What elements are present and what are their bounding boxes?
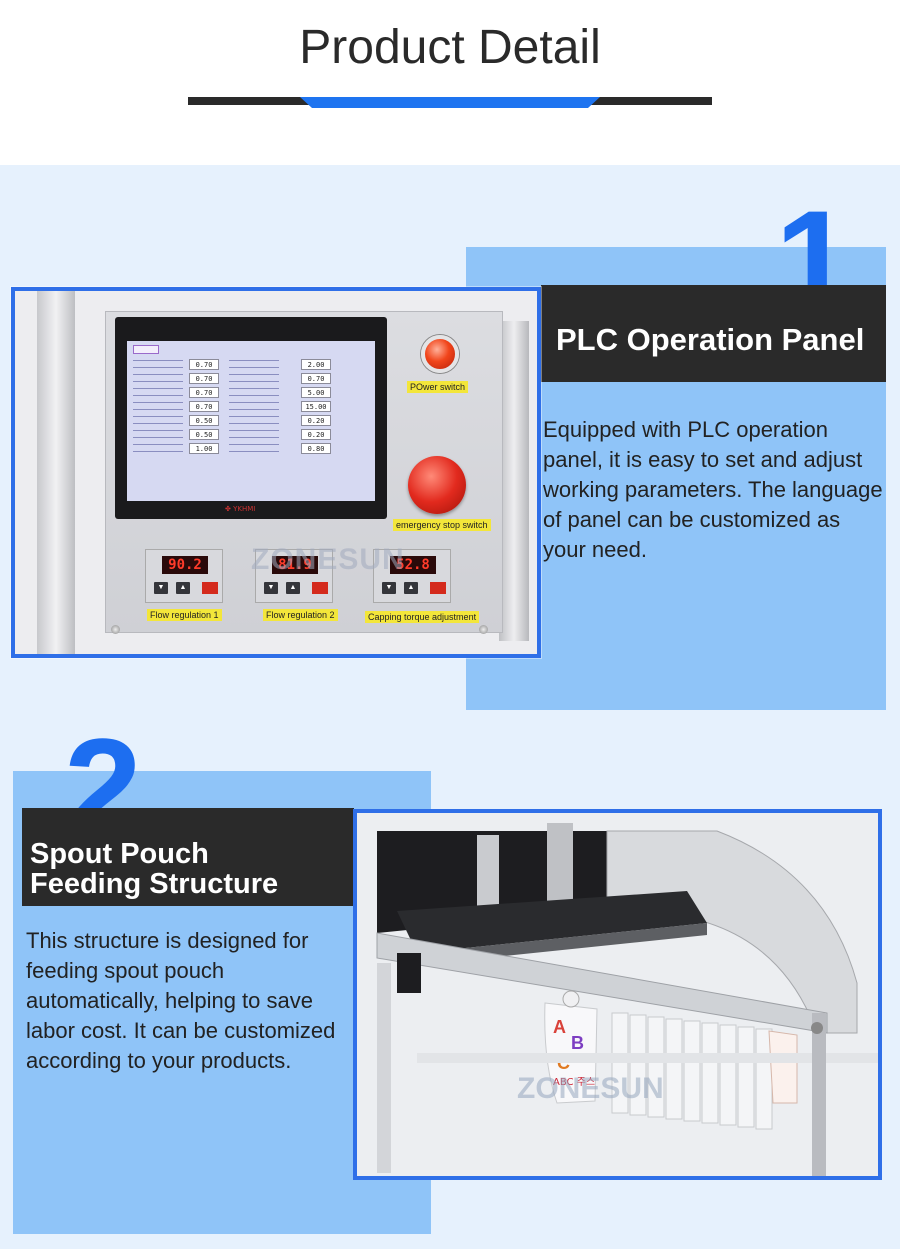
hmi-brand-logo: ✤ YKHMI [225,505,256,513]
emergency-stop-icon [408,456,466,514]
machine-frame-rail [37,291,75,654]
power-switch-icon [421,335,459,373]
flow-controller-1-label: Flow regulation 1 [147,609,222,621]
svg-text:B: B [571,1033,584,1053]
watermark: ZONESUN [517,1072,664,1105]
pouch-label: ABC 주스 [553,1076,595,1088]
section-2-description: This structure is designed for feeding s… [26,928,336,1073]
section-2-title-line-2: Feeding Structure [30,868,279,900]
flow-controller-2: 81.9 ▼▲ [255,549,333,603]
pouch-feeder-illustration: A B C ABC 주스 B ZONESUN [357,813,878,1176]
page-title: Product Detail [299,21,601,74]
machine-frame-rail [499,321,529,641]
torque-controller: 52.8 ▼▲ [373,549,451,603]
flow-controller-2-label: Flow regulation 2 [263,609,338,621]
screw [111,625,120,634]
title-underline-accent [300,97,600,108]
screw [479,625,488,634]
watermark: ZONESUN [251,543,405,576]
section-1-title: PLC Operation Panel [556,322,865,357]
torque-controller-label: Capping torque adjustment [365,611,480,623]
emergency-stop-label: emergency stop switch [393,519,491,531]
section-2-title-line-1: Spout Pouch [30,838,209,870]
flow-controller-1: 90.2 ▼▲ [145,549,223,603]
section-1-description: Equipped with PLC operation panel, it is… [543,417,883,562]
section-2-title-box [22,808,354,906]
power-switch-label: POwer switch [407,381,469,393]
pouch-feeding-photo: A B C ABC 주스 B ZONESUN [353,809,882,1180]
section-1-title-box [541,285,886,382]
svg-text:A: A [553,1017,566,1037]
hmi-tab [133,345,159,354]
